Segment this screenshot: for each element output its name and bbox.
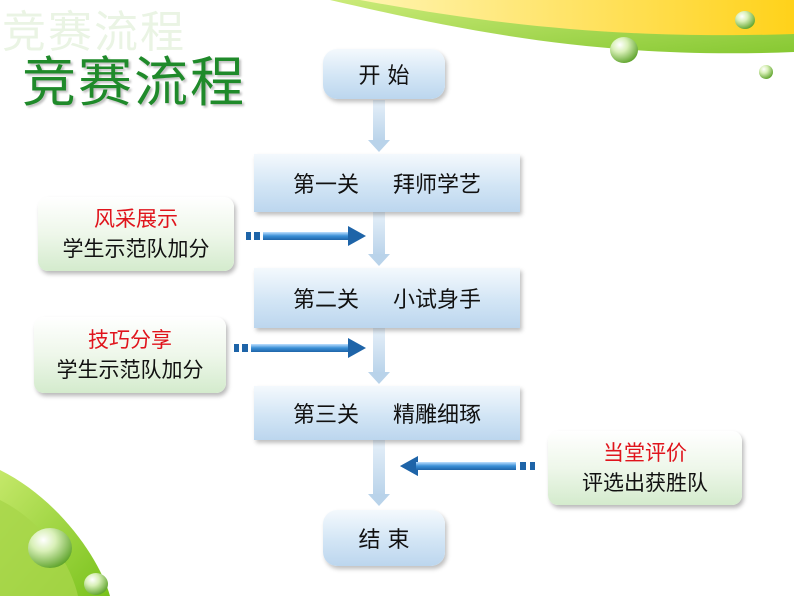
connector-stage3-end bbox=[368, 440, 390, 506]
side-box-2-text: 学生示范队加分 bbox=[56, 358, 204, 382]
end-node-label: 结 束 bbox=[358, 528, 410, 553]
connector-stage1-stage2 bbox=[368, 212, 390, 266]
stage3-label: 第三关 bbox=[292, 403, 359, 428]
side-arrow-3 bbox=[400, 456, 535, 476]
end-node: 结 束 bbox=[323, 510, 445, 566]
stage1-name: 拜师学艺 bbox=[393, 173, 482, 198]
side-box-1-text: 学生示范队加分 bbox=[62, 237, 210, 261]
side-box-showcase: 风采展示 学生示范队加分 bbox=[38, 197, 234, 271]
side-box-1-heading: 风采展示 bbox=[94, 207, 178, 231]
side-arrow-1 bbox=[246, 226, 366, 246]
side-box-tips: 技巧分享 学生示范队加分 bbox=[34, 317, 226, 393]
stage1-label: 第一关 bbox=[292, 173, 359, 198]
start-node: 开 始 bbox=[323, 49, 445, 99]
side-box-3-heading: 当堂评价 bbox=[603, 441, 687, 465]
stage3-name: 精雕细琢 bbox=[393, 403, 482, 428]
side-box-3-text: 评选出获胜队 bbox=[582, 471, 708, 495]
side-arrow-2 bbox=[234, 338, 366, 358]
stage1-node: 第一关 拜师学艺 bbox=[254, 154, 520, 212]
start-node-label: 开 始 bbox=[358, 64, 410, 89]
page-title: 竞赛流程 bbox=[22, 51, 246, 114]
stage2-node: 第二关 小试身手 bbox=[254, 268, 520, 328]
stage3-node: 第三关 精雕细琢 bbox=[254, 386, 520, 440]
connector-start-stage1 bbox=[368, 100, 390, 152]
stage2-label: 第二关 bbox=[292, 288, 359, 313]
stage2-name: 小试身手 bbox=[393, 288, 482, 313]
connector-stage2-stage3 bbox=[368, 328, 390, 384]
side-box-2-heading: 技巧分享 bbox=[88, 328, 172, 352]
title-watermark: 竞赛流程 bbox=[2, 7, 186, 58]
side-box-evaluation: 当堂评价 评选出获胜队 bbox=[548, 431, 742, 505]
